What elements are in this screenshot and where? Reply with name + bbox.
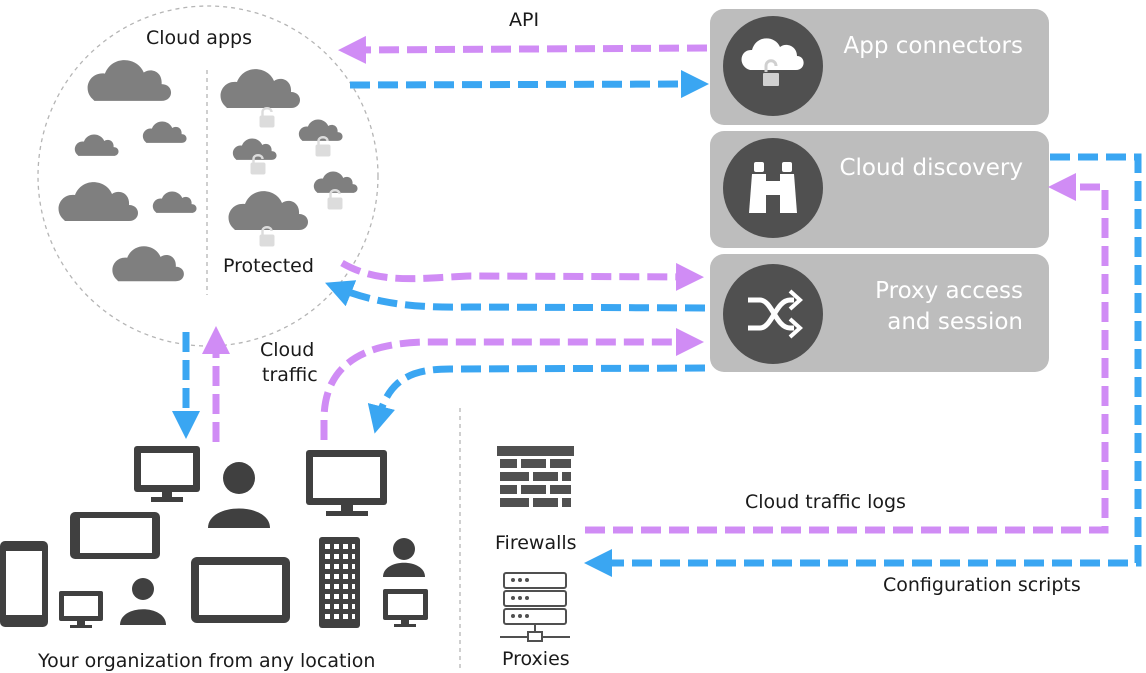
unprotected-cloud-apps: [58, 60, 197, 282]
monitor-icon: [59, 591, 103, 628]
api-arrow-to-app-connectors: [349, 70, 709, 99]
organization-label: Your organization from any location: [38, 650, 376, 672]
app-connectors-title: App connectors: [843, 33, 1023, 59]
configuration-scripts-label: Configuration scripts: [883, 574, 1081, 596]
firewall-icon: [497, 446, 574, 507]
app-connectors-box: [710, 9, 1049, 125]
cloud-discovery-title: Cloud discovery: [839, 155, 1023, 181]
proxy-to-org-arrow: [367, 364, 706, 434]
api-label: API: [509, 9, 540, 31]
cloud-traffic-label-line2: traffic: [262, 364, 318, 386]
cloud-traffic-label-line1: Cloud: [260, 339, 315, 361]
proxy-server-icon: [500, 572, 570, 642]
monitor-icon: [134, 446, 200, 502]
cloud-apps-to-proxy-arrow: [340, 259, 704, 291]
org-to-proxy-arrow: [320, 328, 704, 440]
cloud-traffic-logs-label: Cloud traffic logs: [745, 491, 906, 513]
user-icon: [208, 462, 270, 528]
protected-cloud-apps: [220, 69, 358, 248]
keyboard-phone-icon: [319, 537, 360, 628]
tablet-icon: [70, 512, 160, 559]
proxies-label: Proxies: [502, 648, 570, 670]
api-arrow-to-cloud-apps: [338, 35, 708, 64]
monitor-icon: [306, 450, 387, 516]
phone-icon: [0, 541, 48, 627]
binoculars-icon: [749, 162, 797, 213]
cloud-traffic-logs-arrow: [585, 173, 1109, 534]
proxy-access-box: [710, 254, 1049, 372]
firewalls-label: Firewalls: [495, 532, 577, 554]
protected-label: Protected: [223, 255, 314, 277]
user-icon: [120, 578, 166, 625]
user-icon: [383, 538, 425, 577]
configuration-scripts-arrow: [584, 153, 1142, 577]
cloud-apps-label: Cloud apps: [146, 27, 252, 49]
cloud-lock-icon: [741, 38, 804, 88]
cloud-discovery-box: [710, 131, 1049, 248]
monitor-icon: [383, 589, 428, 627]
proxy-to-cloud-apps-arrow: [325, 280, 706, 312]
tablet-icon: [191, 557, 290, 623]
proxy-access-title-line2: and session: [887, 309, 1023, 335]
shuffle-icon: [748, 289, 803, 339]
proxy-access-title-line1: Proxy access: [875, 278, 1023, 304]
